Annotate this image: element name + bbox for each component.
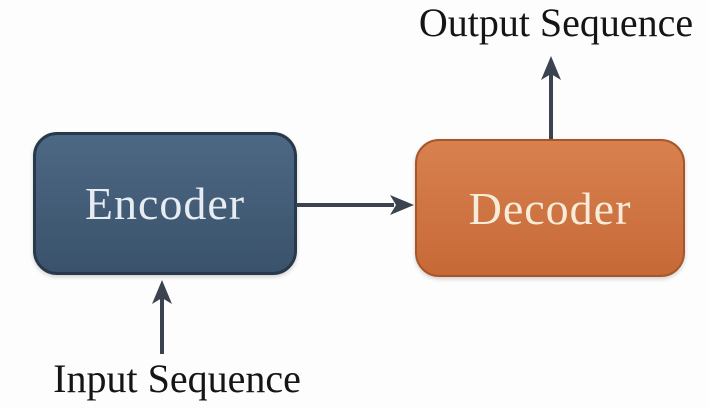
encoder-node-label: Encoder bbox=[84, 178, 246, 229]
decoder-node-label: Decoder bbox=[468, 182, 632, 234]
encoder-node: Encoder bbox=[33, 132, 297, 275]
arrowhead-up-icon bbox=[541, 56, 561, 80]
input-to-encoder-arrow bbox=[152, 280, 172, 354]
arrowhead-right-icon bbox=[390, 195, 414, 215]
input-sequence-label: Input Sequence bbox=[53, 356, 301, 401]
arrowhead-up-icon bbox=[152, 280, 172, 304]
output-sequence-label: Output Sequence bbox=[418, 0, 694, 45]
decoder-to-output-arrow bbox=[541, 56, 561, 140]
decoder-node: Decoder bbox=[415, 139, 685, 277]
encoder-to-decoder-arrow bbox=[296, 195, 414, 215]
